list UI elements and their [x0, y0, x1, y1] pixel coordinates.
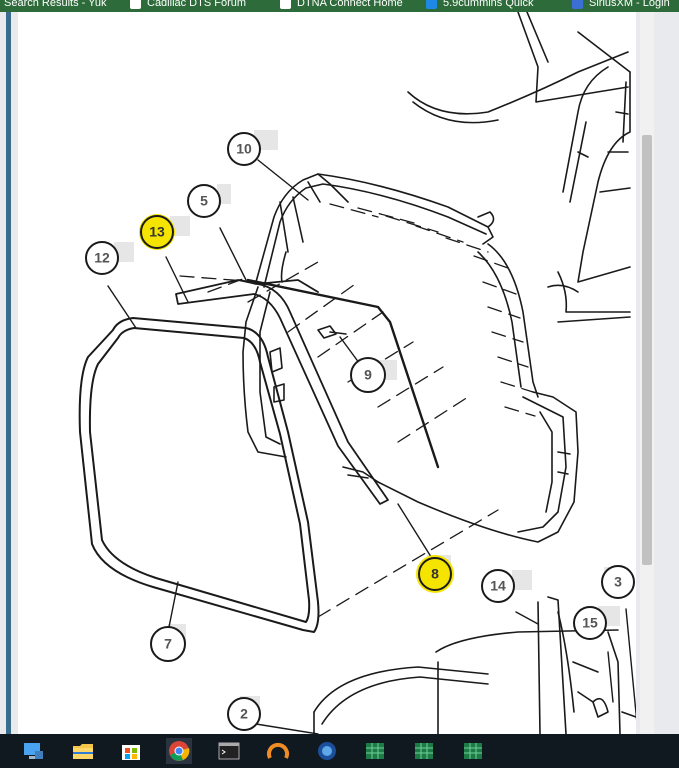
- body-structure: [407, 12, 631, 323]
- svg-text:14: 14: [490, 578, 506, 594]
- spreadsheet-icon[interactable]: [411, 738, 437, 764]
- callout-3[interactable]: 3: [601, 565, 635, 599]
- svg-text:3: 3: [614, 574, 622, 590]
- svg-text:2: 2: [240, 706, 248, 722]
- left-window-edge: [0, 12, 18, 734]
- glass-run-channel: [246, 278, 440, 469]
- svg-text:7: 7: [164, 636, 172, 652]
- bookmark-dtna-connect[interactable]: DTNA Connect Home: [280, 0, 403, 11]
- spreadsheet-icon[interactable]: [362, 738, 388, 764]
- forum-icon: [130, 0, 141, 9]
- bookmarks-bar: Search Results - Yuk Cadillac DTS Forum …: [0, 0, 679, 12]
- assembly-guides: [179, 203, 536, 618]
- svg-text:12: 12: [94, 250, 110, 266]
- orange-app-icon[interactable]: [265, 738, 291, 764]
- callout-8-highlighted[interactable]: 8: [416, 555, 454, 593]
- leader-lines: [107, 159, 636, 734]
- callout-5[interactable]: 5: [187, 184, 221, 218]
- bookmark-icon: [426, 0, 437, 9]
- svg-text:10: 10: [236, 141, 252, 157]
- callout-15[interactable]: 15: [573, 606, 607, 640]
- door-seal-weatherstrip: [78, 317, 320, 633]
- upper-frame-seal: [175, 279, 389, 505]
- settings-app-icon[interactable]: [314, 738, 340, 764]
- bookmark-search-results[interactable]: Search Results - Yuk: [4, 0, 107, 9]
- spreadsheet-icon[interactable]: [460, 738, 486, 764]
- callout-10[interactable]: 10: [227, 132, 261, 166]
- svg-text:13: 13: [149, 224, 165, 240]
- callout-7[interactable]: 7: [150, 626, 186, 662]
- file-explorer-icon[interactable]: [70, 738, 96, 764]
- bookmark-cummins[interactable]: 5.9cummins Quick: [426, 0, 533, 11]
- chrome-icon[interactable]: [166, 738, 192, 764]
- door-opening-frame: [242, 173, 579, 543]
- callout-14[interactable]: 14: [481, 569, 515, 603]
- grid-icon: [280, 0, 291, 9]
- diagram-viewport: 10 5 13 12 9 8: [18, 12, 636, 734]
- store-icon[interactable]: [118, 738, 144, 764]
- left-edge-stripe: [6, 12, 11, 734]
- sxm-icon: [572, 0, 583, 9]
- svg-text:8: 8: [431, 566, 439, 582]
- callout-12[interactable]: 12: [85, 241, 119, 275]
- computer-icon[interactable]: [20, 738, 46, 764]
- lower-right-parts: [313, 596, 636, 734]
- taskbar: [0, 734, 679, 768]
- scrollbar-thumb[interactable]: [642, 135, 652, 565]
- callout-2[interactable]: 2: [227, 697, 261, 731]
- svg-text:5: 5: [200, 193, 208, 209]
- svg-text:15: 15: [582, 615, 598, 631]
- callouts: 10 5 13 12 9 8: [85, 132, 635, 731]
- bookmark-cadillac-forum[interactable]: Cadillac DTS Forum: [130, 0, 246, 11]
- svg-text:9: 9: [364, 367, 372, 383]
- callout-9[interactable]: 9: [350, 357, 386, 393]
- door-seal-diagram: 10 5 13 12 9 8: [78, 12, 636, 734]
- callout-13-highlighted[interactable]: 13: [139, 214, 175, 250]
- bookmark-siriusxm[interactable]: SiriusXM - Login: [572, 0, 670, 11]
- terminal-icon[interactable]: [216, 738, 242, 764]
